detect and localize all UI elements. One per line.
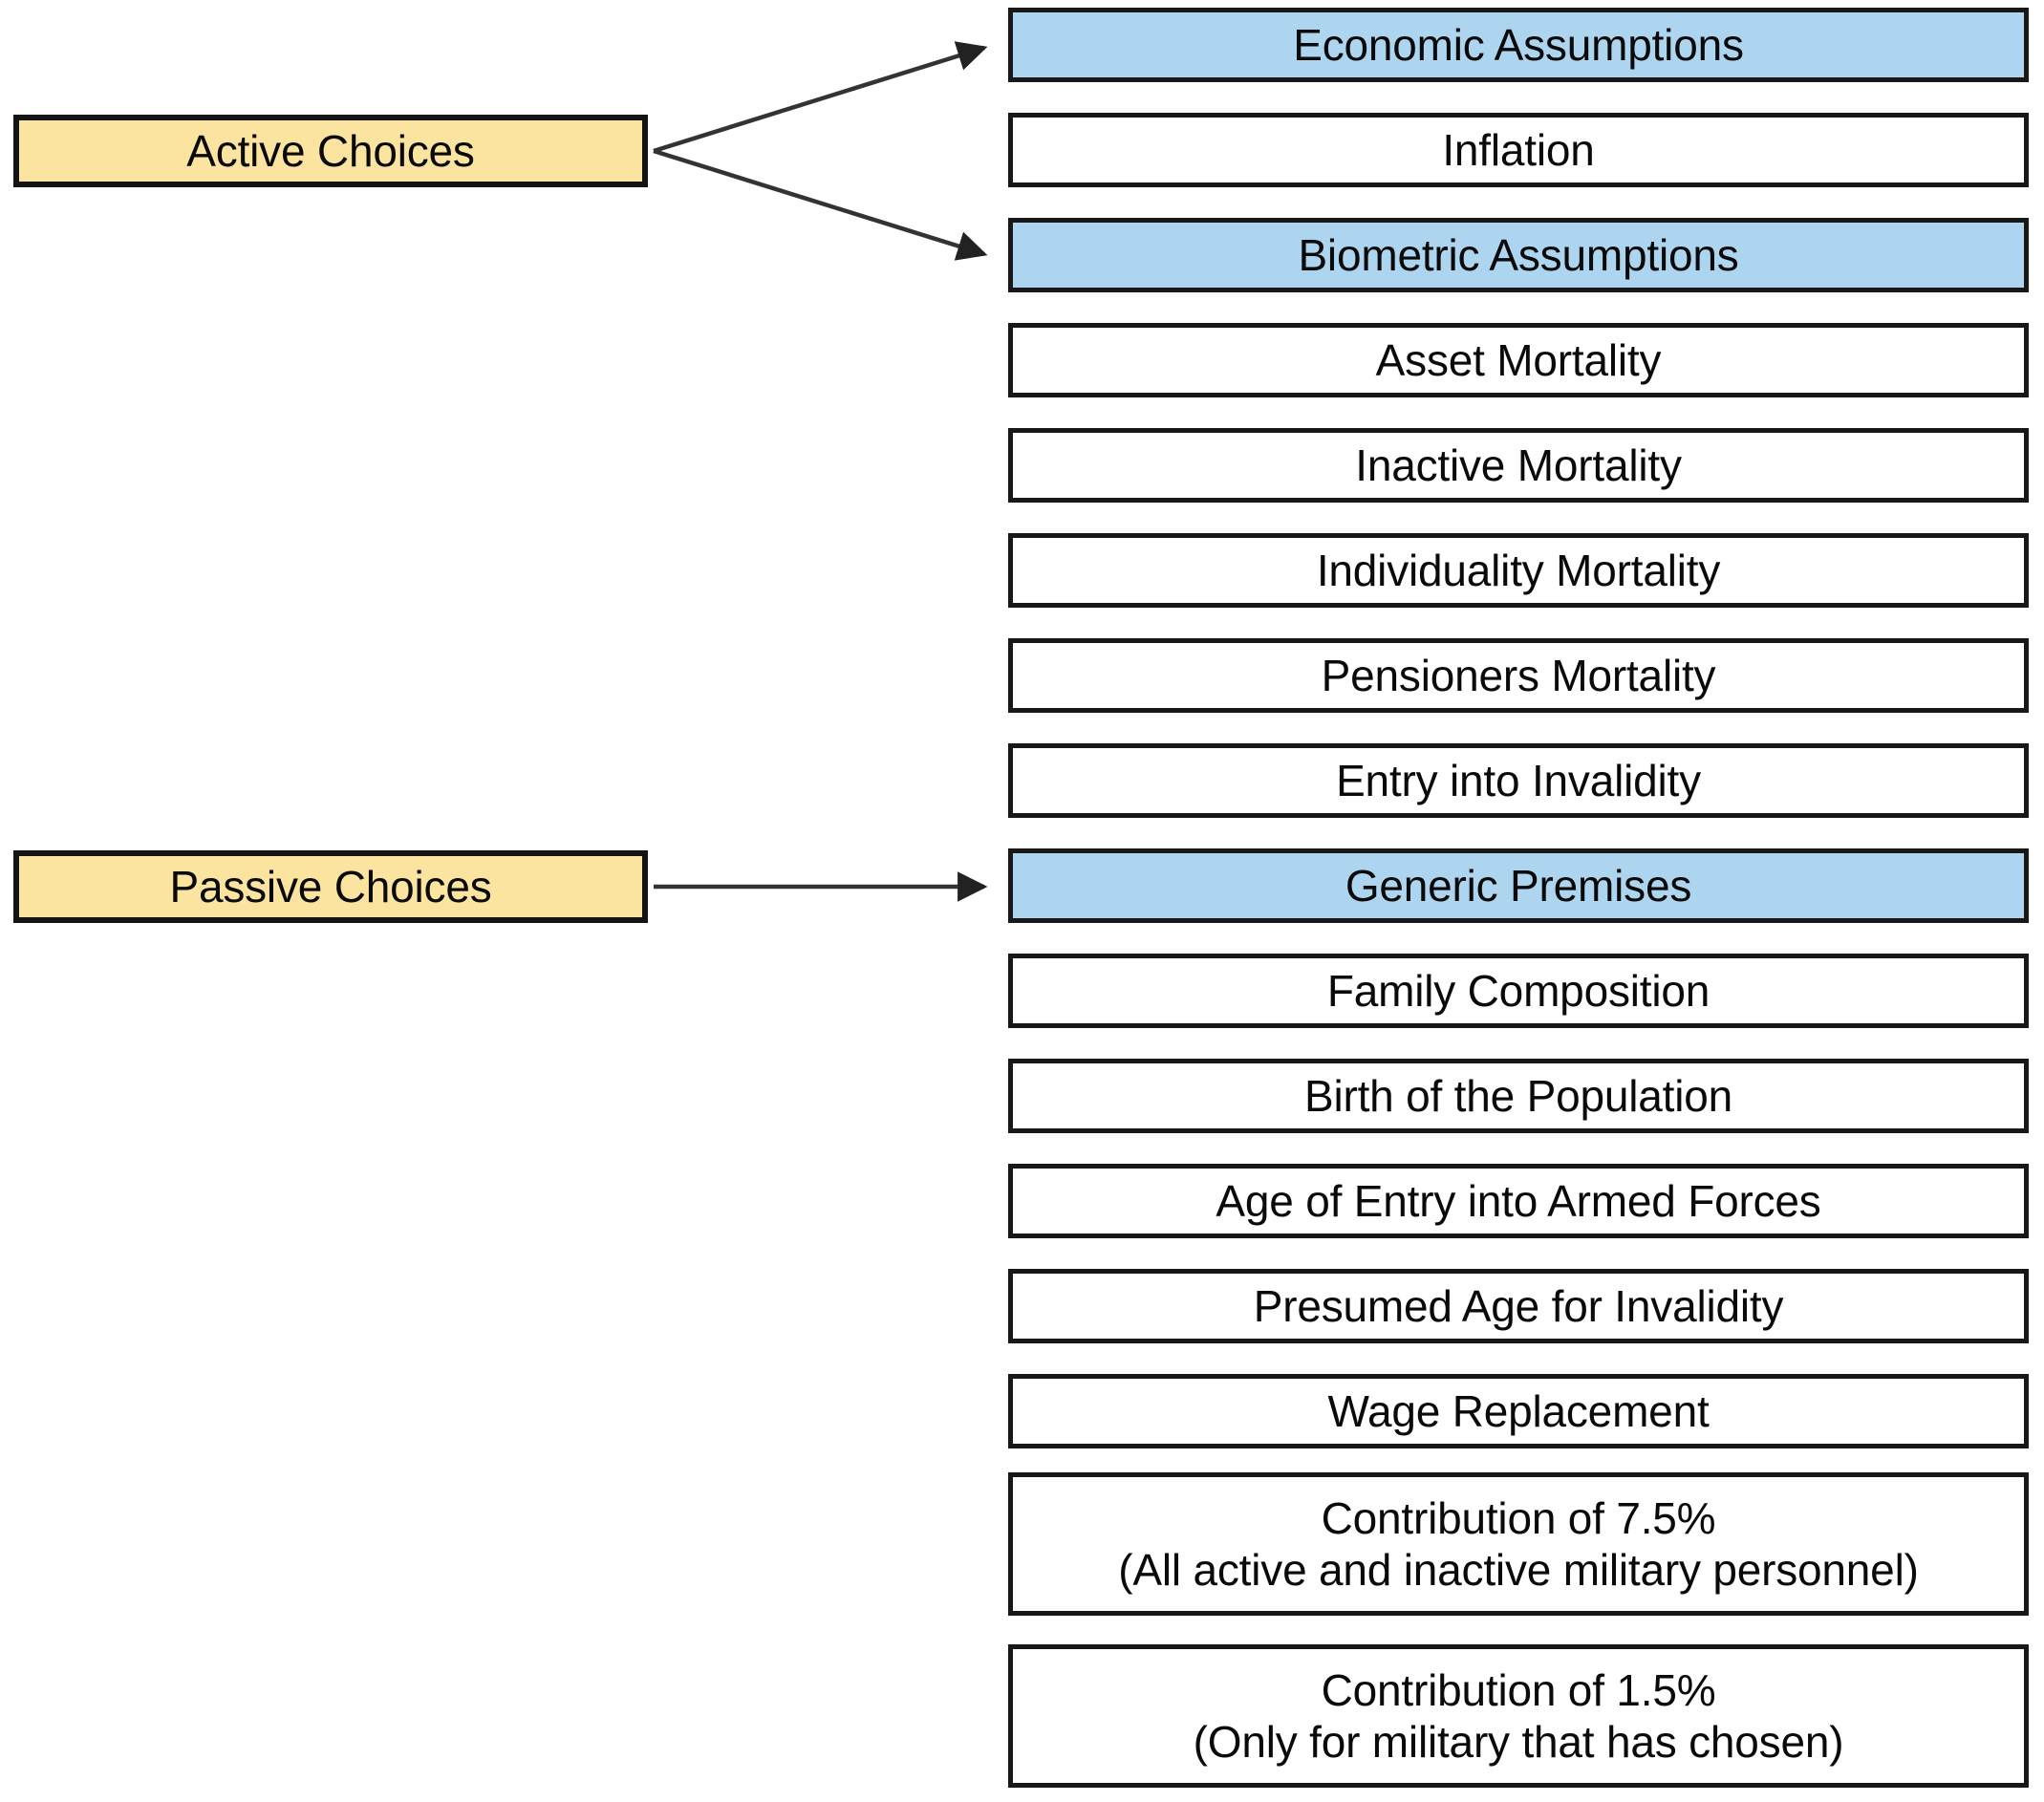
item-node-contribution-7-5[interactable]: Contribution of 7.5% (All active and ina… [1008,1472,2029,1616]
item-node-asset-mortality[interactable]: Asset Mortality [1008,323,2029,397]
item-node-label: Family Composition [1326,965,1711,1016]
item-node-inflation[interactable]: Inflation [1008,113,2029,187]
group-node-label: Biometric Assumptions [1298,229,1739,280]
connector-active-to-economic [653,41,988,154]
item-node-individuality-mortality[interactable]: Individuality Mortality [1008,533,2029,608]
connector-active-to-biometric [653,148,988,261]
item-node-age-of-entry-into-armed-forces[interactable]: Age of Entry into Armed Forces [1008,1164,2029,1238]
item-node-birth-of-the-population[interactable]: Birth of the Population [1008,1059,2029,1133]
choice-node-label: Passive Choices [169,861,492,912]
item-node-label: Pensioners Mortality [1321,650,1716,700]
item-node-contribution-1-5[interactable]: Contribution of 1.5% (Only for military … [1008,1644,2029,1788]
item-node-label: Inactive Mortality [1355,440,1682,490]
item-node-label: Asset Mortality [1375,334,1662,385]
group-node-biometric-assumptions[interactable]: Biometric Assumptions [1008,218,2029,292]
group-node-label: Generic Premises [1345,860,1692,911]
group-node-generic-premises[interactable]: Generic Premises [1008,848,2029,923]
item-node-label: Entry into Invalidity [1336,755,1701,805]
choice-node-active-choices[interactable]: Active Choices [13,115,648,187]
group-node-economic-assumptions[interactable]: Economic Assumptions [1008,8,2029,82]
item-node-presumed-age-for-invalidity[interactable]: Presumed Age for Invalidity [1008,1269,2029,1343]
item-node-entry-into-invalidity[interactable]: Entry into Invalidity [1008,743,2029,818]
item-node-inactive-mortality[interactable]: Inactive Mortality [1008,428,2029,503]
item-node-pensioners-mortality[interactable]: Pensioners Mortality [1008,638,2029,713]
item-node-label: Presumed Age for Invalidity [1253,1280,1784,1331]
item-node-label: Birth of the Population [1303,1070,1733,1121]
choice-node-passive-choices[interactable]: Passive Choices [13,850,648,923]
item-node-wage-replacement[interactable]: Wage Replacement [1008,1374,2029,1448]
item-node-label: Contribution of 1.5% (Only for military … [1193,1664,1844,1767]
item-node-label: Individuality Mortality [1316,545,1721,595]
item-node-label: Inflation [1442,124,1595,175]
item-node-label: Contribution of 7.5% (All active and ina… [1118,1492,1919,1595]
item-node-family-composition[interactable]: Family Composition [1008,954,2029,1028]
choice-node-label: Active Choices [186,125,475,176]
group-node-label: Economic Assumptions [1293,19,1744,70]
item-node-label: Age of Entry into Armed Forces [1216,1175,1821,1226]
item-node-label: Wage Replacement [1327,1385,1710,1436]
